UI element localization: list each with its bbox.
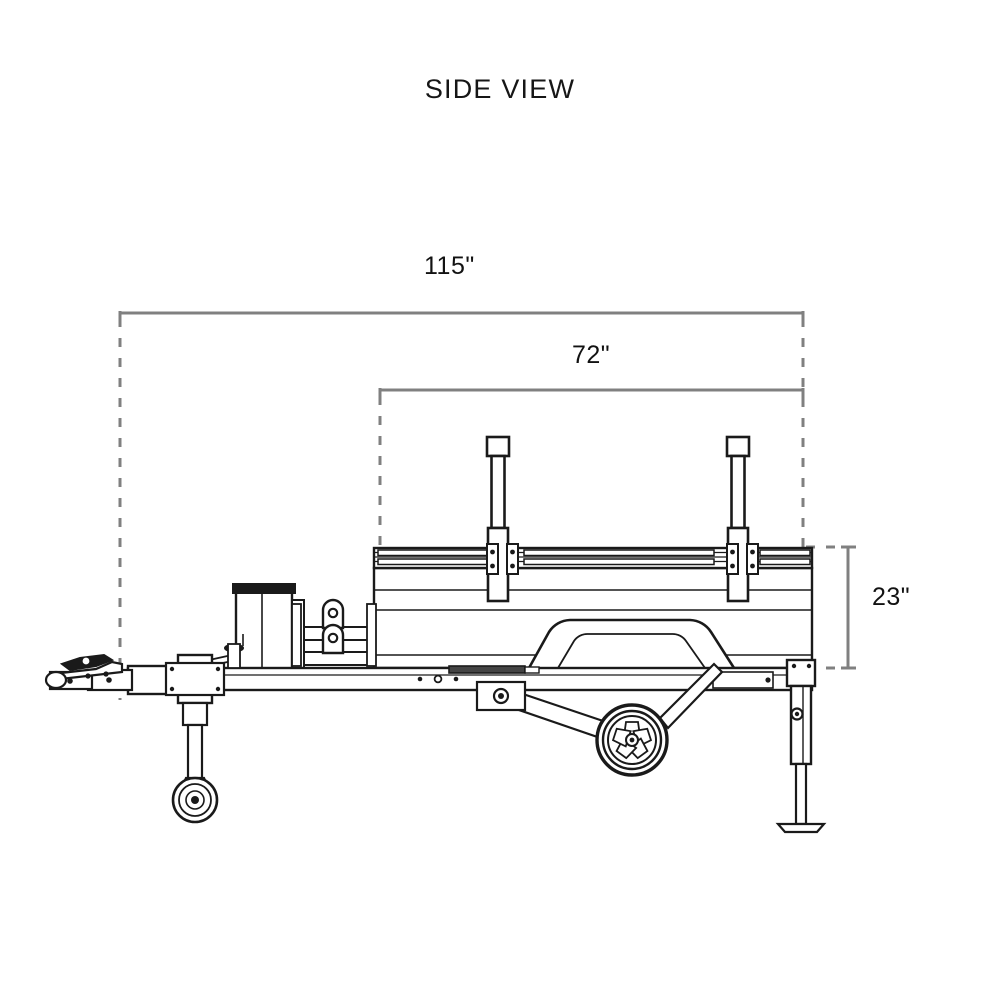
rear-stabilizer-jack (775, 658, 827, 834)
tongue-tool-box (199, 583, 305, 676)
road-wheel (595, 703, 669, 777)
ladder-rack-bracket (291, 598, 377, 667)
dimension-label-overall-length: 115" (424, 252, 475, 280)
fender-arch (527, 618, 736, 669)
coupler-hitch (44, 653, 124, 690)
page-title: SIDE VIEW (424, 74, 576, 104)
dimension-label-bed-length: 72" (572, 341, 611, 369)
frame-rail (126, 665, 814, 692)
jockey-wheel-caster (164, 643, 241, 824)
dimension-bed-length (378, 388, 805, 548)
top-rail-assembly (372, 546, 814, 570)
stake-post-front (485, 435, 511, 603)
dimension-overall-length (118, 311, 805, 700)
dimension-label-bed-height: 23" (872, 583, 911, 611)
stake-post-rear (725, 435, 751, 603)
dimension-bed-height (806, 545, 856, 670)
